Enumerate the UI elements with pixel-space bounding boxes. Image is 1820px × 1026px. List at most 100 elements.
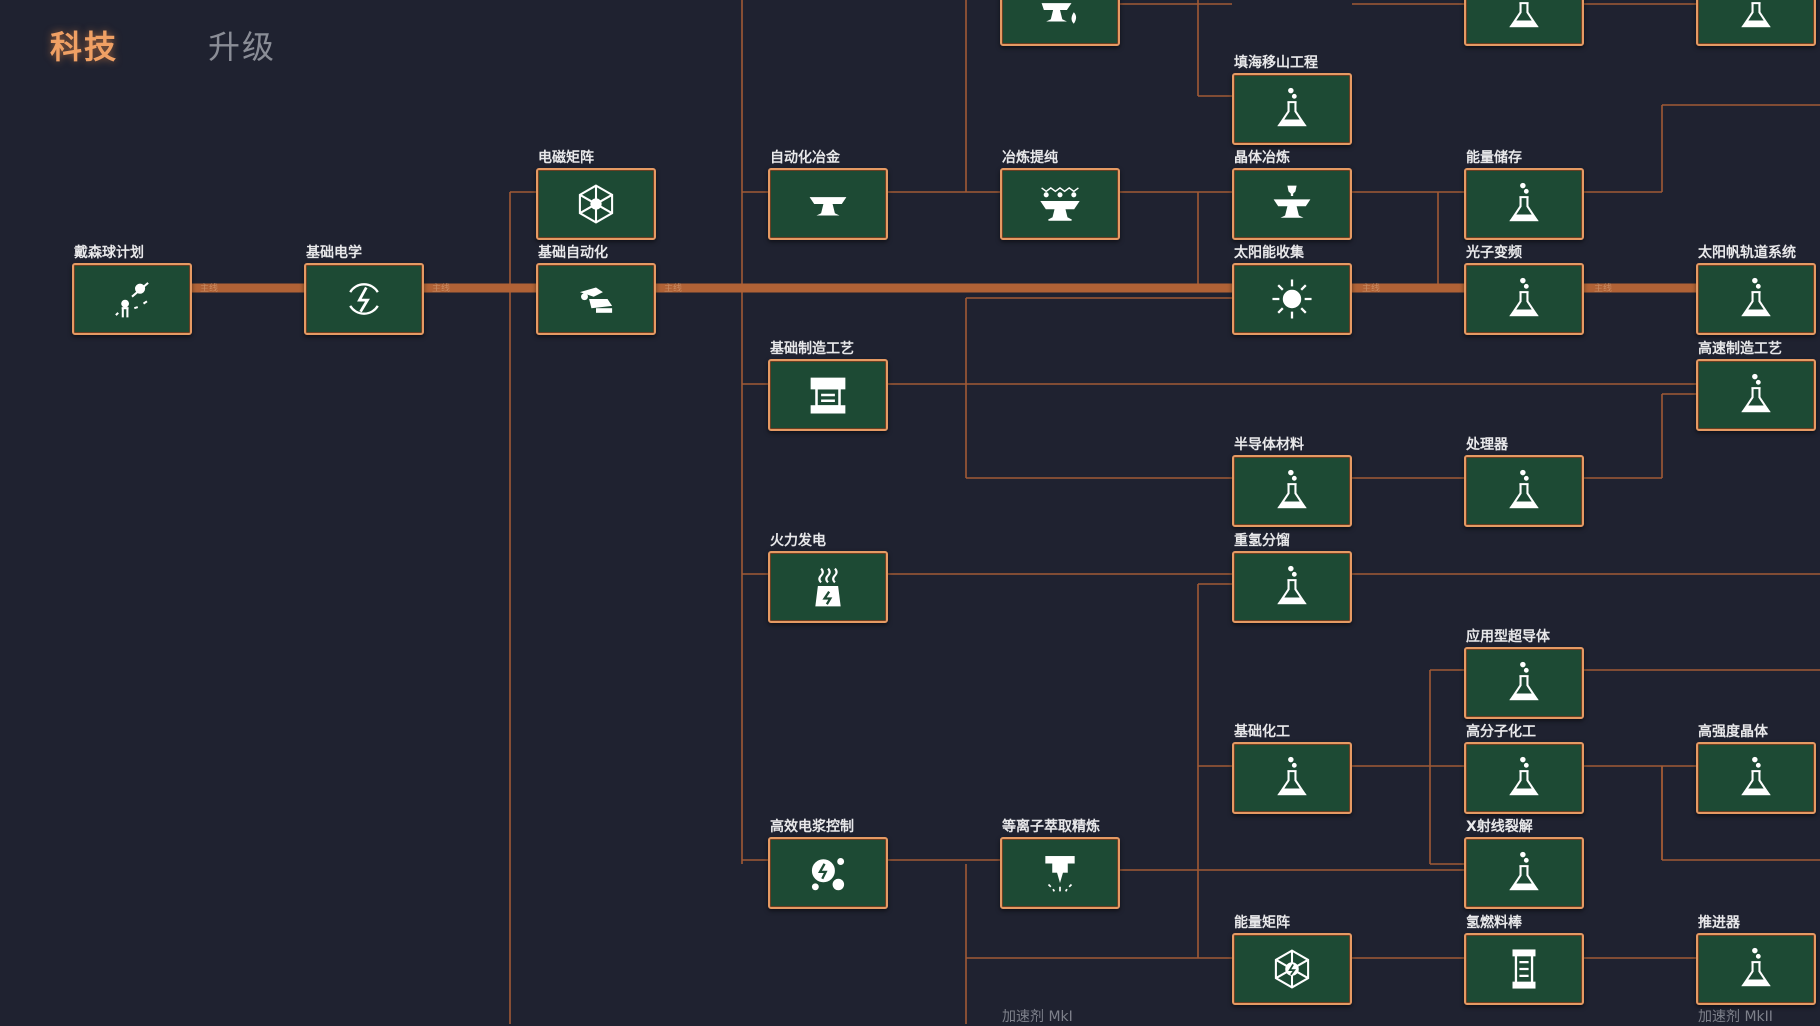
tech-card-processor[interactable] [1464, 455, 1584, 527]
tech-label-heavy-hydrogen: 重氢分馏 [1234, 533, 1290, 549]
flask-icon [1466, 839, 1582, 907]
plasma-icon [770, 839, 886, 907]
flask-icon [1234, 457, 1350, 525]
tech-card-thermal-power[interactable] [768, 551, 888, 623]
tech-label-crystal-smelting: 晶体冶炼 [1234, 150, 1290, 166]
tech-label-high-strength-crystal: 高强度晶体 [1698, 724, 1768, 740]
flask-icon [1466, 457, 1582, 525]
flask-icon [1698, 935, 1814, 1003]
mainline-tag: 主线 [432, 284, 451, 294]
energy-matrix-icon [1234, 935, 1350, 1003]
lightning-icon [306, 265, 422, 333]
tech-card-top-flask-2[interactable] [1696, 0, 1816, 46]
tech-label-processor: 处理器 [1466, 437, 1508, 453]
tech-card-plasma-refining[interactable] [1000, 837, 1120, 909]
tech-label-photon-conversion: 光子变频 [1466, 245, 1522, 261]
tech-label-smelting-purify: 冶炼提纯 [1002, 150, 1058, 166]
tech-card-xray-cracking[interactable] [1464, 837, 1584, 909]
anvil-trophy-icon [1234, 170, 1350, 238]
tech-label-polymer-chemical: 高分子化工 [1466, 724, 1536, 740]
tech-card-top-flask-1[interactable] [1464, 0, 1584, 46]
tech-card-energy-matrix[interactable] [1232, 933, 1352, 1005]
mainline-tag: 主线 [664, 284, 683, 294]
flask-icon [1466, 649, 1582, 717]
flask-icon [1698, 361, 1814, 429]
tech-card-smelting-purify[interactable] [1000, 168, 1120, 240]
tech-card-em-matrix[interactable] [536, 168, 656, 240]
tech-card-basic-manufacturing[interactable] [768, 359, 888, 431]
flask-icon [1466, 744, 1582, 812]
tech-card-basic-chemical[interactable] [1232, 742, 1352, 814]
dyson-sphere-icon [74, 265, 190, 333]
tech-label-basic-manufacturing: 基础制造工艺 [770, 341, 854, 357]
tech-card-dyson[interactable] [72, 263, 192, 335]
tech-card-basic-electric[interactable] [304, 263, 424, 335]
tech-label-thermal-power: 火力发电 [770, 533, 826, 549]
tech-card-solar-collection[interactable] [1232, 263, 1352, 335]
ghost-label-accel-mk1: 加速剂 MkI [1002, 1009, 1073, 1025]
power-plant-icon [770, 553, 886, 621]
sun-icon [1234, 265, 1350, 333]
tech-label-basic-automation: 基础自动化 [538, 245, 608, 261]
tech-label-energy-storage: 能量储存 [1466, 150, 1522, 166]
tech-label-em-matrix: 电磁矩阵 [538, 150, 594, 166]
tech-label-hydrogen-fuel-rod: 氢燃料棒 [1466, 915, 1522, 931]
flask-icon [1698, 265, 1814, 333]
tech-label-high-speed-manufacturing: 高速制造工艺 [1698, 341, 1782, 357]
flask-icon [1466, 170, 1582, 238]
tech-card-energy-storage[interactable] [1464, 168, 1584, 240]
tech-label-thruster: 推进器 [1698, 915, 1740, 931]
anvil-purify-icon [1002, 170, 1118, 238]
tech-label-energy-matrix: 能量矩阵 [1234, 915, 1290, 931]
matrix-cube-icon [538, 170, 654, 238]
anvil-icon [770, 170, 886, 238]
tech-label-solar-collection: 太阳能收集 [1234, 245, 1304, 261]
tech-label-xray-cracking: X射线裂解 [1466, 819, 1533, 835]
flask-icon [1466, 0, 1582, 44]
tech-card-high-speed-manufacturing[interactable] [1696, 359, 1816, 431]
tech-card-applied-superconductor[interactable] [1464, 647, 1584, 719]
mainline-tag: 主线 [1594, 284, 1613, 294]
tab-tech[interactable]: 科技 [50, 28, 119, 66]
tech-label-auto-metallurgy: 自动化冶金 [770, 150, 840, 166]
tech-card-high-strength-crystal[interactable] [1696, 742, 1816, 814]
tech-card-heavy-hydrogen[interactable] [1232, 551, 1352, 623]
fuel-rod-icon [1466, 935, 1582, 1003]
tech-card-solar-sail-orbit[interactable] [1696, 263, 1816, 335]
assembler-icon [770, 361, 886, 429]
tech-card-basic-automation[interactable] [536, 263, 656, 335]
tech-card-polymer-chemical[interactable] [1464, 742, 1584, 814]
tech-label-plasma-refining: 等离子萃取精炼 [1002, 819, 1100, 835]
anvil-fire-icon [1002, 0, 1118, 44]
robot-arm-icon [538, 265, 654, 333]
flask-icon [1466, 265, 1582, 333]
tech-card-reclamation[interactable] [1232, 73, 1352, 145]
tech-card-hydrogen-fuel-rod[interactable] [1464, 933, 1584, 1005]
tech-label-reclamation: 填海移山工程 [1234, 55, 1318, 71]
tech-card-photon-conversion[interactable] [1464, 263, 1584, 335]
tech-card-auto-metallurgy[interactable] [768, 168, 888, 240]
tech-card-thruster[interactable] [1696, 933, 1816, 1005]
flask-icon [1698, 744, 1814, 812]
refinery-icon [1002, 839, 1118, 907]
ghost-label-accel-mk2: 加速剂 MkII [1698, 1009, 1773, 1025]
tech-label-semiconductor: 半导体材料 [1234, 437, 1304, 453]
tech-card-semiconductor[interactable] [1232, 455, 1352, 527]
tech-label-high-eff-plasma: 高效电浆控制 [770, 819, 854, 835]
flask-icon [1698, 0, 1814, 44]
flask-icon [1234, 744, 1350, 812]
tech-card-high-eff-plasma[interactable] [768, 837, 888, 909]
flask-icon [1234, 75, 1350, 143]
tech-label-basic-electric: 基础电学 [306, 245, 362, 261]
tech-card-top-anvil[interactable] [1000, 0, 1120, 46]
tech-label-applied-superconductor: 应用型超导体 [1466, 629, 1550, 645]
tech-label-dyson: 戴森球计划 [74, 245, 144, 261]
tech-label-solar-sail-orbit: 太阳帆轨道系统 [1698, 245, 1796, 261]
tab-upgrade[interactable]: 升级 [208, 28, 277, 66]
mainline-tag: 主线 [200, 284, 219, 294]
tech-label-basic-chemical: 基础化工 [1234, 724, 1290, 740]
flask-icon [1234, 553, 1350, 621]
tech-card-crystal-smelting[interactable] [1232, 168, 1352, 240]
